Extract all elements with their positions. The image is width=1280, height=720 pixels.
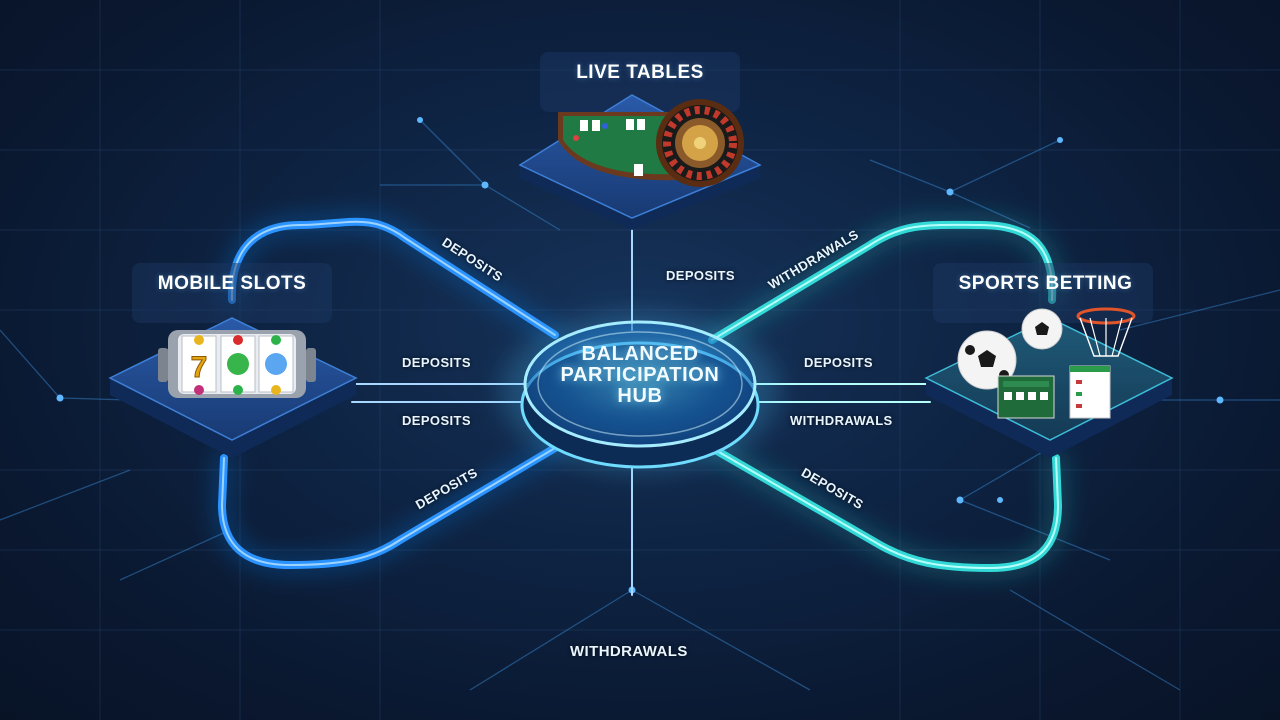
live-tables-node <box>518 52 762 230</box>
blue-flow-tracks <box>215 214 636 599</box>
flow-label-left-upper: DEPOSITS <box>402 355 471 370</box>
sports-betting-node <box>924 263 1174 458</box>
mobile-slots-node: 7 <box>108 263 358 458</box>
hub-title-line-3: HUB <box>617 385 663 407</box>
hub-title: BALANCED PARTICIPATION HUB <box>540 344 740 407</box>
hub-title-line-2: PARTICIPATION <box>560 364 720 386</box>
slot-machine-icon: 7 <box>158 330 316 398</box>
balls-and-betslip-icon <box>957 307 1136 419</box>
live-tables-title: LIVE TABLES <box>576 62 704 83</box>
svg-text:7: 7 <box>191 351 208 384</box>
flow-label-bottom-vertical: WITHDRAWALS <box>570 643 688 660</box>
cyan-flow-tracks <box>705 217 1065 575</box>
mobile-slots-title: MOBILE SLOTS <box>157 273 307 294</box>
balanced-participation-hub <box>500 312 780 472</box>
sports-betting-title: SPORTS BETTING <box>958 273 1133 294</box>
network-lines <box>0 119 1280 691</box>
flow-label-right-lower: WITHDRAWALS <box>790 413 893 428</box>
flow-label-top-vertical: DEPOSITS <box>666 268 735 283</box>
flow-label-left-lower: DEPOSITS <box>402 413 471 428</box>
hub-title-line-1: BALANCED <box>581 343 699 365</box>
flow-label-right-upper: DEPOSITS <box>804 355 873 370</box>
roulette-and-card-table-icon <box>558 99 744 187</box>
